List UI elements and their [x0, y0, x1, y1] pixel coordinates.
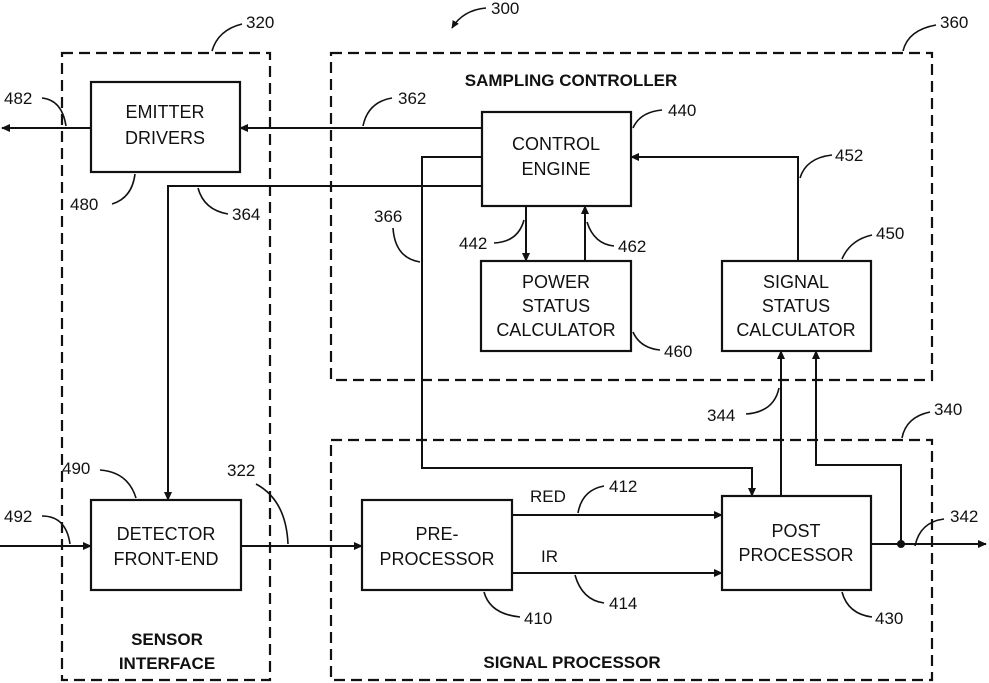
signal-status-line1: SIGNAL: [763, 272, 829, 292]
ref-emitter-output: 482: [4, 89, 66, 126]
ref-control-engine: 440: [633, 101, 696, 128]
detector-front-end-line1: DETECTOR: [117, 524, 216, 544]
figure-number-leader: [452, 8, 486, 28]
ref-signal-processor-label: 340: [934, 400, 962, 419]
ref-post-to-status-label: 344: [707, 406, 735, 425]
ref-emitter-drivers: 480: [70, 174, 135, 214]
emitter-drivers-block: EMITTER DRIVERS: [91, 82, 240, 172]
ref-pre-processor-label: 410: [524, 609, 552, 628]
ref-post-processor: 430: [842, 592, 903, 628]
sampling-controller-label: SAMPLING CONTROLLER: [465, 71, 678, 90]
signal-processor-label: SIGNAL PROCESSOR: [483, 653, 660, 672]
control-engine-block: CONTROL ENGINE: [482, 112, 631, 206]
sensor-interface-label-line1: SENSOR: [131, 630, 203, 649]
ref-detector-input-label: 492: [4, 507, 32, 526]
power-status-calculator-block: POWER STATUS CALCULATOR: [481, 261, 631, 351]
control-engine-line1: CONTROL: [512, 134, 600, 154]
ref-signal-status: 452: [800, 146, 863, 178]
ref-emitter-drivers-label: 480: [70, 195, 98, 214]
ref-detector-output-label: 322: [227, 461, 255, 480]
wire-signal-status: [631, 157, 798, 261]
ref-sampling-controller-label: 360: [940, 13, 968, 32]
power-status-line2: STATUS: [522, 296, 590, 316]
post-processor-line2: PROCESSOR: [738, 545, 853, 565]
emitter-drivers-line2: DRIVERS: [125, 128, 205, 148]
ref-post-control: 366: [374, 207, 420, 262]
signal-status-calculator-block: SIGNAL STATUS CALCULATOR: [722, 261, 871, 351]
ref-signal-status-calculator: 450: [842, 224, 904, 259]
ref-power-status: 462: [587, 222, 646, 256]
post-processor-line1: POST: [771, 521, 820, 541]
ref-signal-status-label: 450: [876, 224, 904, 243]
ref-detector-front-end: 490: [62, 459, 136, 498]
power-status-line3: CALCULATOR: [496, 320, 615, 340]
ref-detector-input: 492: [4, 507, 70, 544]
ref-signal-status-signal-label: 452: [835, 146, 863, 165]
ref-sampling-controller: 360: [903, 13, 968, 51]
ref-power-request-label: 442: [459, 234, 487, 253]
ir-signal-label: IR: [541, 547, 558, 566]
figure-number-label: 300: [491, 0, 519, 18]
ref-processor-output-label: 342: [950, 507, 978, 526]
ref-emitter-control-label: 362: [398, 89, 426, 108]
pre-processor-line2: PROCESSOR: [379, 549, 494, 569]
signal-status-line2: STATUS: [762, 296, 830, 316]
ref-processor-output: 342: [915, 507, 978, 546]
control-engine-line2: ENGINE: [521, 159, 590, 179]
ref-pre-processor: 410: [484, 592, 552, 628]
wire-detector-control: [168, 186, 482, 500]
ref-detector-control-label: 364: [232, 205, 260, 224]
ref-emitter-output-label: 482: [4, 89, 32, 108]
ref-sensor-interface: 320: [212, 13, 274, 51]
ref-emitter-control: 362: [363, 89, 426, 126]
post-processor-block: POST PROCESSOR: [722, 496, 871, 590]
ref-detector-control: 364: [198, 188, 260, 224]
pre-processor-block: PRE- PROCESSOR: [362, 500, 512, 590]
ref-sensor-interface-label: 320: [246, 13, 274, 32]
ir-signal-ref: 414: [609, 594, 637, 613]
ref-post-to-status: 344: [707, 388, 779, 425]
ref-post-processor-label: 430: [875, 609, 903, 628]
ref-post-control-label: 366: [374, 207, 402, 226]
figure-number: 300: [452, 0, 519, 28]
ref-power-status-label: 460: [664, 342, 692, 361]
ref-detector-front-end-label: 490: [62, 459, 90, 478]
red-signal: RED 412: [530, 477, 637, 513]
sensor-interface-label-line2: INTERFACE: [119, 654, 215, 673]
power-status-line1: POWER: [522, 272, 590, 292]
detector-front-end-line2: FRONT-END: [114, 549, 219, 569]
pre-processor-line1: PRE-: [415, 524, 458, 544]
detector-front-end-block: DETECTOR FRONT-END: [91, 500, 241, 590]
ref-power-status-signal-label: 462: [618, 237, 646, 256]
ref-control-engine-label: 440: [668, 101, 696, 120]
ref-signal-processor: 340: [902, 400, 962, 438]
red-signal-label: RED: [530, 487, 566, 506]
red-signal-ref: 412: [609, 477, 637, 496]
signal-status-line3: CALCULATOR: [736, 320, 855, 340]
emitter-drivers-line1: EMITTER: [126, 102, 205, 122]
ref-power-status-calculator: 460: [633, 332, 692, 361]
junction-dot: [897, 540, 905, 548]
ref-power-request: 442: [459, 220, 524, 253]
ir-signal: IR 414: [541, 547, 637, 613]
